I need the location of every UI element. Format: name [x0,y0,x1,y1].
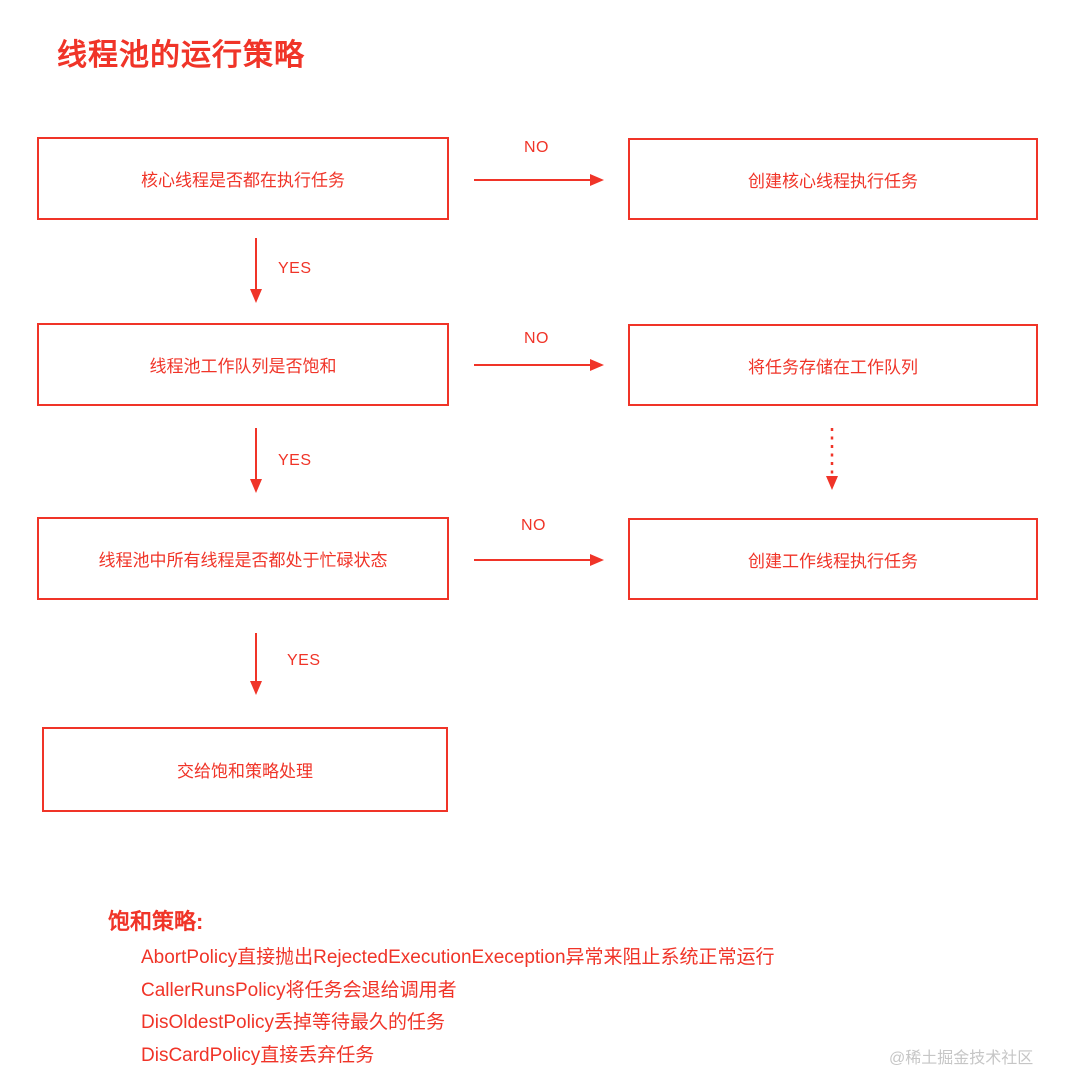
node-label: 将任务存储在工作队列 [748,357,918,377]
policy-item-discard: DisCardPolicy直接丢弃任务 [141,1044,375,1066]
node-label: 创建核心线程执行任务 [748,171,918,191]
node-core-threads-all-busy: 核心线程是否都在执行任务 [37,137,449,220]
saturation-policies-heading: 饱和策略: [108,909,204,934]
node-label: 交给饱和策略处理 [177,762,313,781]
node-label: 核心线程是否都在执行任务 [141,171,345,190]
node-work-queue-saturated: 线程池工作队列是否饱和 [37,323,449,406]
node-all-threads-busy: 线程池中所有线程是否都处于忙碌状态 [37,517,449,600]
node-label: 线程池工作队列是否饱和 [149,357,337,376]
policy-item-abort: AbortPolicy直接抛出RejectedExecutionExecepti… [141,947,775,968]
edge-label-no-1: NO [524,139,549,156]
node-label: 创建工作线程执行任务 [748,551,918,571]
node-store-task-in-queue: 将任务存储在工作队列 [628,324,1038,406]
community-watermark: @稀土掘金技术社区 [889,1050,1034,1067]
edge-label-yes-1: YES [278,260,312,277]
edge-label-no-2: NO [524,330,549,347]
page-title: 线程池的运行策略 [57,39,305,72]
policy-item-caller-runs: CallerRunsPolicy将任务会退给调用者 [141,979,457,1001]
node-label: 线程池中所有线程是否都处于忙碌状态 [98,551,388,570]
edge-label-yes-3: YES [287,652,321,669]
saturation-policies-list: AbortPolicy直接抛出RejectedExecutionExecepti… [141,942,775,1072]
node-create-core-thread: 创建核心线程执行任务 [628,138,1038,220]
node-saturation-policy-handle: 交给饱和策略处理 [42,727,448,812]
node-create-worker-thread: 创建工作线程执行任务 [628,518,1038,600]
policy-item-discard-oldest: DisOldestPolicy丢掉等待最久的任务 [141,1012,446,1033]
edge-label-yes-2: YES [278,452,312,469]
edge-label-no-3: NO [521,517,546,534]
